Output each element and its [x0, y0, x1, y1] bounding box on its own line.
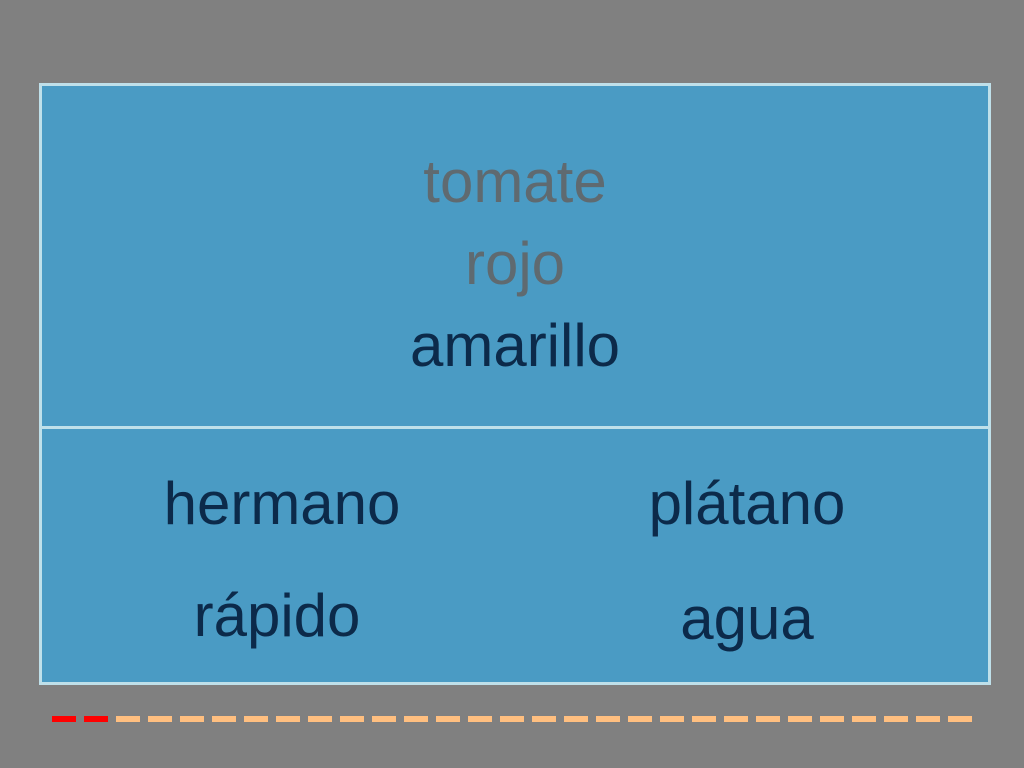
card-divider [42, 426, 988, 429]
progress-segment-pending [916, 716, 940, 722]
progress-segment-pending [948, 716, 972, 722]
progress-segment-pending [564, 716, 588, 722]
progress-segment-pending [180, 716, 204, 722]
progress-segment-pending [852, 716, 876, 722]
progress-segment-pending [660, 716, 684, 722]
progress-segment-pending [596, 716, 620, 722]
progress-segment-pending [148, 716, 172, 722]
progress-segment-pending [308, 716, 332, 722]
choice-option-3[interactable]: rápido [193, 582, 361, 649]
progress-segment-pending [820, 716, 844, 722]
progress-segment-pending [724, 716, 748, 722]
choice-option-2[interactable]: plátano [648, 470, 846, 537]
progress-bar [52, 716, 980, 724]
progress-segment-done [52, 716, 76, 722]
progress-segment-pending [500, 716, 524, 722]
progress-segment-pending [884, 716, 908, 722]
prompt-word-1: tomate [423, 148, 607, 215]
progress-segment-pending [788, 716, 812, 722]
progress-segment-pending [212, 716, 236, 722]
prompt-word-2: rojo [464, 230, 566, 297]
progress-segment-pending [468, 716, 492, 722]
progress-segment-pending [756, 716, 780, 722]
progress-segment-pending [340, 716, 364, 722]
progress-segment-pending [116, 716, 140, 722]
progress-segment-pending [436, 716, 460, 722]
choice-option-1[interactable]: hermano [163, 470, 401, 537]
choice-option-4[interactable]: agua [680, 585, 814, 652]
progress-segment-pending [276, 716, 300, 722]
progress-segment-pending [244, 716, 268, 722]
prompt-word-current: amarillo [409, 312, 621, 379]
answer-choices: hermano plátano rápido agua [42, 429, 988, 682]
progress-segment-pending [692, 716, 716, 722]
game-card: tomate rojo amarillo hermano plátano ráp… [39, 83, 991, 685]
progress-segment-pending [372, 716, 396, 722]
progress-segment-pending [404, 716, 428, 722]
progress-segment-pending [532, 716, 556, 722]
progress-segment-pending [628, 716, 652, 722]
prompt-sequence: tomate rojo amarillo [42, 141, 988, 387]
progress-segment-done [84, 716, 108, 722]
